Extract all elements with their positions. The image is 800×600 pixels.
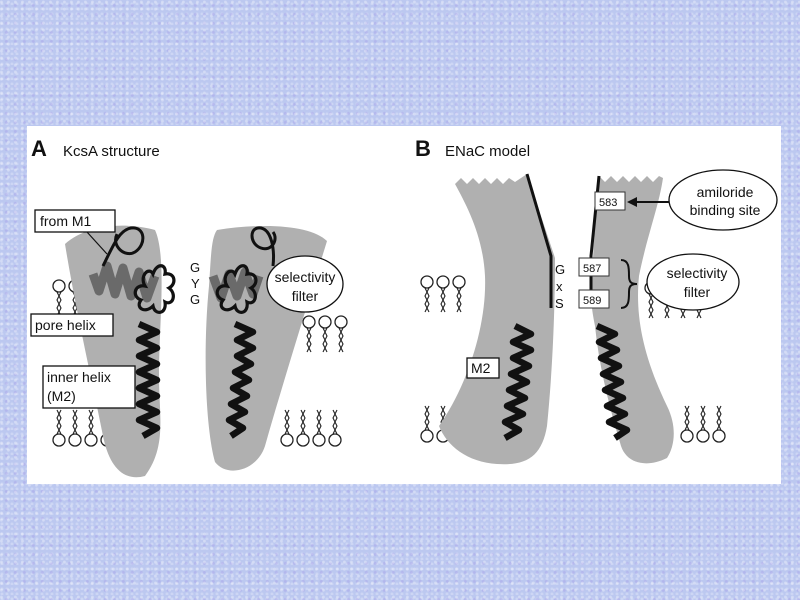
svg-text:filter: filter [292,288,319,304]
svg-text:pore helix: pore helix [35,317,96,333]
svg-text:587: 587 [583,263,601,275]
filter-bracket [620,259,638,309]
motif-b-x: x [556,279,563,294]
panel-a-title: KcsA structure [63,143,160,160]
m1-loop-right [250,226,277,267]
label-from-m1: from M1 [34,209,116,255]
svg-text:from M1: from M1 [40,213,92,229]
svg-text:amiloride: amiloride [697,184,754,200]
filter-loop-left [133,264,176,314]
inner-helix-right [225,321,257,439]
residue-587: 587 [578,257,610,277]
panel-a-letter: A [31,136,47,161]
m2-helix-right [595,323,631,441]
enac-subunit-right [590,176,674,464]
m1-loop-left [101,226,145,267]
panel-b-letter: B [415,136,431,161]
label-amiloride-binding-site: amiloride binding site [627,169,778,231]
motif-a-g2: G [190,292,200,307]
svg-text:583: 583 [599,197,617,209]
label-selectivity-filter-b: selectivity filter [646,253,740,311]
label-pore-helix: pore helix [30,313,114,337]
svg-text:selectivity: selectivity [667,265,728,281]
residue-583: 583 [594,191,626,211]
svg-text:M2: M2 [471,360,491,376]
svg-text:selectivity: selectivity [275,269,336,285]
label-inner-helix: inner helix (M2) [42,365,136,409]
motif-b-s: S [555,296,564,311]
panel-b-title: ENaC model [445,143,530,160]
pore-helix-left [88,261,160,303]
motif-b-g: G [555,262,565,277]
panel-b: B ENaC model G x S 583 587 [415,136,778,465]
m2-helix-left [501,323,535,441]
svg-text:(M2): (M2) [47,388,76,404]
svg-text:inner helix: inner helix [47,369,111,385]
panel-a: A KcsA structure G Y G [30,136,348,478]
label-m2: M2 [466,357,500,379]
svg-text:filter: filter [684,284,711,300]
filter-loop-right [215,264,258,314]
inner-helix-left [135,321,161,439]
motif-a-y: Y [191,276,200,291]
svg-text:589: 589 [583,295,601,307]
enac-subunit-left [439,174,555,465]
svg-text:binding site: binding site [690,202,761,218]
residue-589: 589 [578,289,610,309]
label-selectivity-filter-a: selectivity filter [266,255,344,313]
enac-edge-left [525,173,553,308]
figure-panel: A KcsA structure G Y G [27,126,781,484]
motif-a-g1: G [190,260,200,275]
